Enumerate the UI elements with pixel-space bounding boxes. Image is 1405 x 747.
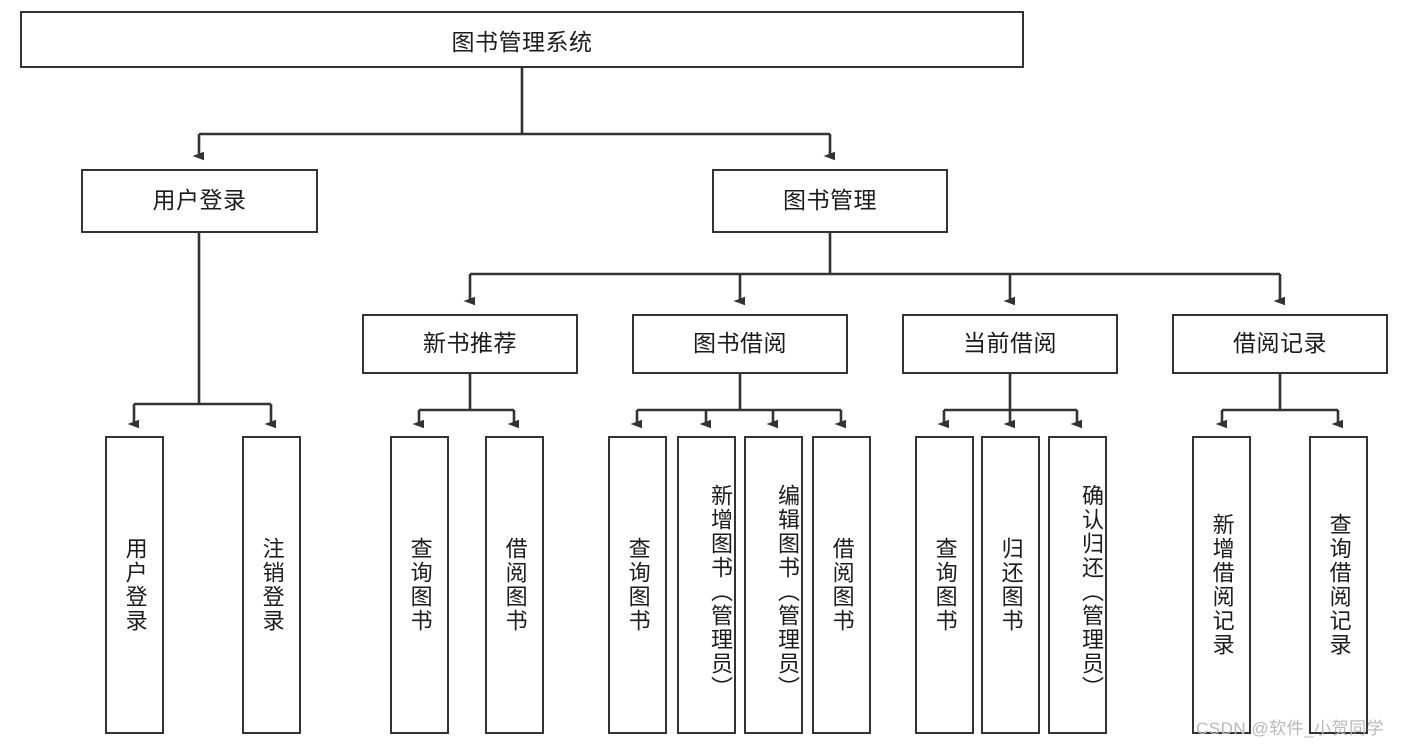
node-label: 借阅记录: [1233, 330, 1327, 357]
leaf-book-borrow-add[interactable]: 新增图书（管理员）: [677, 436, 736, 734]
node-label: 新增借阅记录: [1209, 513, 1235, 657]
node-label: 新增图书（管理员）: [708, 484, 733, 700]
node-label: 借阅图书: [502, 537, 528, 633]
leaf-new-book-query[interactable]: 查询图书: [390, 436, 449, 734]
node-book-borrow[interactable]: 图书借阅: [632, 314, 848, 374]
watermark-text: CSDN @软件_小贺同学: [1196, 719, 1385, 738]
node-label: 用户登录: [152, 187, 247, 214]
leaf-book-borrow-query[interactable]: 查询图书: [608, 436, 667, 734]
leaf-current-borrow-confirm-return[interactable]: 确认归还（管理员）: [1048, 436, 1107, 734]
node-label: 图书借阅: [693, 330, 787, 357]
leaf-book-borrow-edit[interactable]: 编辑图书（管理员）: [744, 436, 803, 734]
leaf-current-borrow-query[interactable]: 查询图书: [915, 436, 974, 734]
node-root-system[interactable]: 图书管理系统: [20, 11, 1024, 68]
node-label: 查询图书: [932, 537, 958, 633]
node-label: 用户登录: [122, 537, 148, 633]
node-label: 归还图书: [998, 537, 1024, 633]
leaf-book-borrow-borrow[interactable]: 借阅图书: [812, 436, 871, 734]
node-label: 当前借阅: [963, 330, 1057, 357]
node-label: 新书推荐: [423, 330, 517, 357]
leaf-new-book-borrow[interactable]: 借阅图书: [485, 436, 544, 734]
node-user-login[interactable]: 用户登录: [81, 169, 318, 233]
leaf-user-login-logout[interactable]: 注销登录: [242, 436, 301, 734]
leaf-borrow-record-add[interactable]: 新增借阅记录: [1192, 436, 1251, 734]
leaf-borrow-record-query[interactable]: 查询借阅记录: [1309, 436, 1368, 734]
node-label: 编辑图书（管理员）: [775, 484, 800, 700]
leaf-current-borrow-return[interactable]: 归还图书: [981, 436, 1040, 734]
node-label: 查询借阅记录: [1326, 513, 1352, 657]
leaf-user-login-login[interactable]: 用户登录: [105, 436, 164, 734]
node-label: 确认归还（管理员）: [1079, 484, 1104, 700]
node-label: 查询图书: [407, 537, 433, 633]
node-current-borrow[interactable]: 当前借阅: [902, 314, 1118, 374]
node-label: 图书管理: [783, 187, 877, 214]
node-label: 注销登录: [259, 537, 285, 633]
node-book-management[interactable]: 图书管理: [712, 169, 948, 233]
node-label: 图书管理系统: [451, 28, 593, 55]
node-new-book-recommend[interactable]: 新书推荐: [362, 314, 578, 374]
node-borrow-record[interactable]: 借阅记录: [1172, 314, 1388, 374]
node-label: 借阅图书: [829, 537, 855, 633]
node-label: 查询图书: [625, 537, 651, 633]
